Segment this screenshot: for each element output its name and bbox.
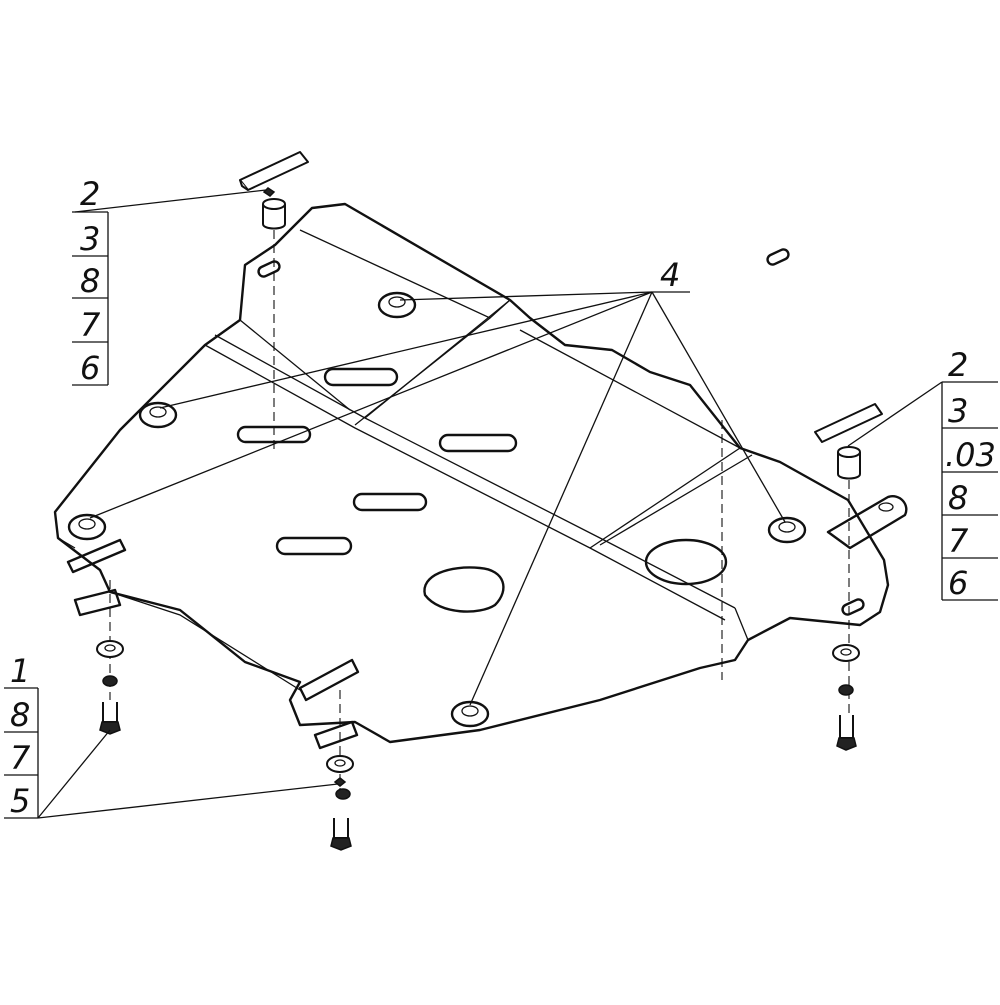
callout-label: 5 [10, 782, 30, 820]
callout-label: 7 [80, 306, 101, 344]
plate-left-edge-inner [57, 537, 76, 549]
callout-label: 2 [948, 346, 968, 384]
leader-line [847, 381, 943, 447]
leader-line [37, 729, 111, 819]
callout-stack-top-left: 2 3 8 7 6 [72, 175, 109, 387]
slot-opening [438, 433, 518, 453]
leader-line [37, 783, 339, 819]
plate-bend-line-b [214, 334, 736, 609]
mounting-boss [138, 401, 178, 429]
callout-label: 8 [948, 479, 968, 517]
callout-label: 3 [80, 220, 100, 258]
leader-line [159, 291, 653, 409]
washer [96, 640, 124, 658]
plate-rib-3 [364, 299, 511, 419]
callout-label: 6 [80, 349, 100, 387]
spacer-plate-right [814, 403, 883, 443]
spring-washer [838, 684, 854, 696]
callout-label: 8 [10, 696, 30, 734]
bolt [836, 715, 857, 751]
callout-label: 7 [948, 522, 969, 560]
spacer-plate-top-left-side [239, 179, 249, 191]
callout-label: 1 [10, 652, 30, 690]
plate-bend-line-c [239, 319, 351, 411]
left-lower-tab [73, 588, 122, 617]
plate-rib-7 [734, 607, 749, 641]
mounting-boss [67, 513, 107, 541]
mounting-boss [377, 291, 417, 319]
skid-plate-outline [53, 202, 890, 744]
access-hole-left [423, 566, 505, 613]
leader-line [74, 189, 267, 213]
small-slot [257, 260, 281, 278]
leader-line [651, 291, 786, 523]
small-slot [841, 598, 865, 616]
plate-rib-5 [589, 447, 741, 549]
washer-top-left [262, 187, 276, 197]
plate-rib-4 [519, 329, 741, 449]
slot-opening [275, 536, 353, 556]
plate-bend-line-a [204, 344, 726, 621]
callout-label: 8 [80, 262, 100, 300]
spacer-sleeve-right-top [837, 446, 861, 458]
washer [832, 644, 860, 662]
leader-line [399, 291, 653, 301]
bolt [330, 818, 352, 851]
bottom-bracket [298, 658, 360, 702]
left-front-bracket [66, 538, 127, 574]
callout-stack-bottom-left: 1 8 7 5 [4, 652, 39, 820]
spacer-sleeve-top-left [262, 204, 286, 230]
plate-lower-flange [109, 591, 301, 691]
small-slot [766, 248, 790, 266]
spacer-plate-top-left [239, 151, 309, 191]
bottom-tab [313, 720, 359, 750]
right-bracket [826, 495, 908, 550]
access-hole-right [644, 538, 728, 586]
spacer-sleeve-top-left-top [262, 198, 286, 210]
spring-washer [335, 788, 351, 800]
slot-opening [352, 492, 428, 512]
bolt [99, 702, 121, 735]
mounting-boss [767, 516, 807, 544]
callout-label: 7 [10, 739, 31, 777]
leader-line [89, 291, 653, 519]
spacer-sleeve-right [837, 452, 861, 480]
callout-label: 6 [948, 564, 968, 602]
callout-stack-right: 2 3 .03 8 7 6 [941, 346, 998, 602]
spring-washer [102, 675, 118, 687]
callout-label: 3 [948, 392, 968, 430]
slot-opening [323, 367, 399, 387]
washer [326, 755, 354, 773]
plate-rib-1 [299, 229, 511, 319]
callout-label-4: 4 [660, 256, 680, 294]
plate-rib-6 [599, 454, 753, 546]
callout-label: .03 [945, 436, 996, 474]
mounting-boss [450, 700, 490, 728]
callout-label: 2 [80, 175, 100, 213]
right-bracket-hole [878, 502, 894, 512]
leader-line [469, 291, 653, 706]
